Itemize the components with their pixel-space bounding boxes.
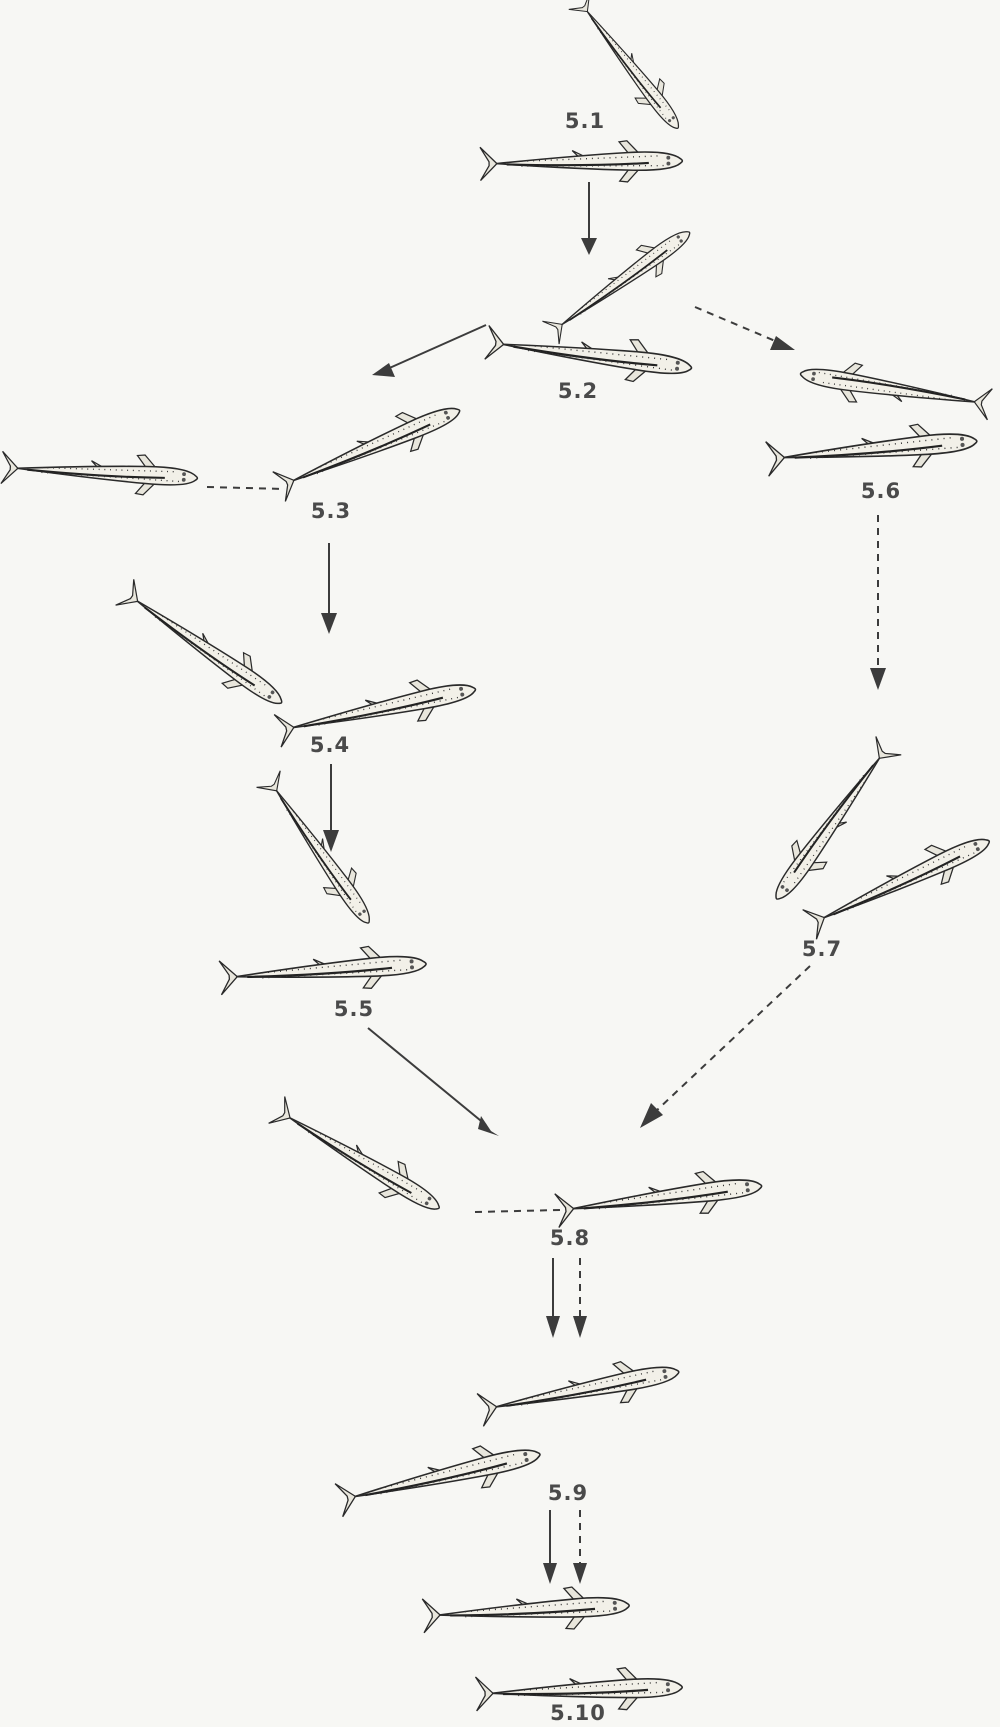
stage-5-6: 5.6 [765,355,993,503]
fish-icon [765,419,978,480]
stage-5-4: 5.4 [113,576,479,757]
arrow-head [372,363,395,377]
stage-label: 5.2 [558,379,598,403]
stage-label: 5.3 [311,499,351,523]
stage-5-3: 5.3 [1,392,468,523]
fish-icon [254,769,384,933]
arrow-solid [368,1028,486,1125]
fish-icon [334,1433,544,1520]
fish-icon [541,218,700,347]
arrow-head [770,336,795,350]
arrow-head [323,830,339,852]
fish-icon [219,942,428,998]
stage-5-10: 5.10 [422,1584,683,1725]
fish-icon [271,392,467,505]
fish-icon [267,1093,450,1224]
interaction-line [475,1210,560,1212]
arrow-head [546,1316,560,1338]
stage-5-5: 5.5 [219,769,428,1021]
stage-label: 5.9 [548,1481,588,1505]
arrow-head [573,1316,587,1338]
fish-icon [801,822,997,942]
fish-icon [273,669,479,751]
stage-label: 5.6 [861,479,901,503]
stage-label: 5.10 [550,1701,606,1725]
stage-5-1: 5.1 [480,0,691,184]
arrow-head [321,613,337,634]
arrow-head [573,1563,587,1584]
stage-label: 5.8 [550,1226,590,1250]
fish-icon [422,1584,630,1637]
fish-icon [113,576,293,718]
stage-5-7: 5.7 [761,734,997,961]
stage-5-8: 5.8 [267,1093,764,1250]
interaction-line [207,487,285,489]
arrow-solid [385,325,486,370]
stage-label: 5.7 [802,937,842,961]
fish-icon [797,355,993,424]
stage-label: 5.4 [310,733,350,757]
arrow-head [870,668,886,690]
stage-5-9: 5.9 [334,1351,682,1520]
fish-icon [1,448,199,498]
stage-label: 5.1 [565,109,605,133]
arrow-head [478,1116,499,1136]
arrow-dashed [655,966,810,1112]
fish-icon [476,1351,682,1430]
arrow-dashed [695,307,780,343]
stage-label: 5.5 [334,997,374,1021]
arrow-head [640,1103,663,1128]
arrow-head [543,1563,557,1584]
fish-icon [480,140,683,185]
arrow-head [581,238,597,255]
fish-icon [554,1165,764,1232]
